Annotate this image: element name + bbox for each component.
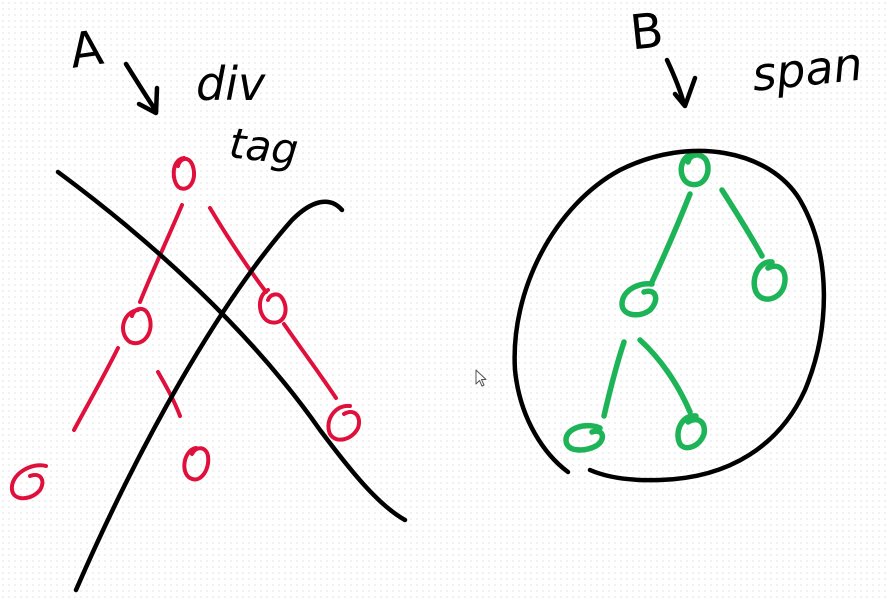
tree-a-node [121,307,153,346]
mouse-pointer-icon [475,369,487,387]
tree-a-node [326,403,361,442]
cross-stroke-1 [55,169,408,523]
label-b: B [627,2,666,61]
tree-b-node [563,422,606,453]
tree-a-node [9,463,48,501]
tree-a-edge [282,322,338,400]
cross-stroke-2 [73,199,345,593]
tree-b-edge [601,339,627,419]
enclosing-circle [512,148,827,483]
tree-a [9,156,361,501]
tree-a-edge [208,206,268,294]
arrow-a [123,61,160,116]
cross-out-mark [55,169,408,593]
label-tag: tag [227,118,301,174]
tree-a-node [258,288,288,325]
label-span: span [749,37,865,102]
tree-a-node [171,156,197,191]
tree-b-node [678,151,711,188]
tree-b [563,151,788,453]
tree-b-node [675,413,708,451]
tree-b-node [751,259,788,302]
tree-b-node [619,280,659,318]
tree-a-edge [156,370,182,418]
label-div: div [196,57,266,111]
tree-a-edge [72,346,120,432]
tree-b-edge [719,187,765,259]
tree-b-edge [637,337,693,415]
tree-a-node [182,446,211,482]
tree-b-edge [649,191,693,285]
label-a: A [66,20,106,80]
arrow-b [664,57,698,109]
